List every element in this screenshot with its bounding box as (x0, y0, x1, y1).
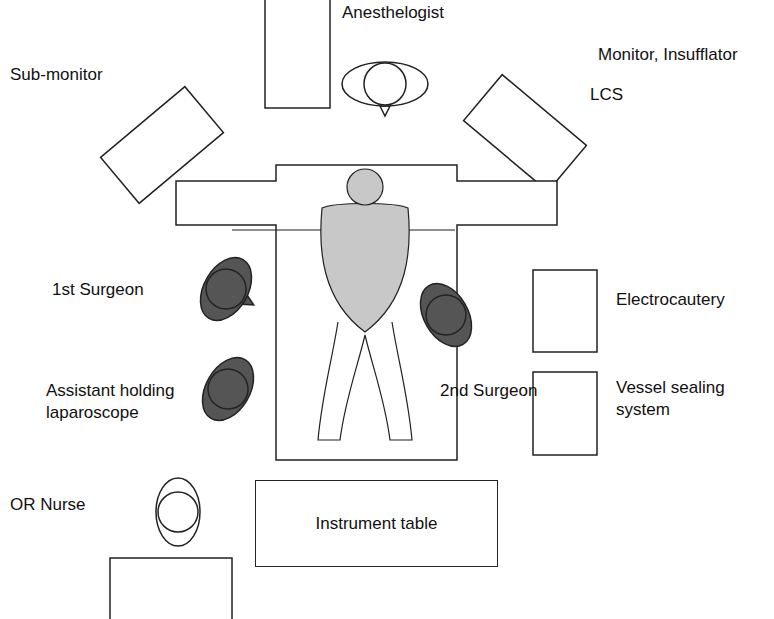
operating-table (176, 165, 557, 460)
instrument-table: Instrument table (255, 480, 498, 567)
anesthesia-machine (265, 0, 330, 108)
nurse-table (110, 558, 232, 619)
equipment-label: Electrocautery (616, 289, 725, 311)
equipment-label: LCS (590, 84, 623, 106)
second-surgeon-figure (410, 275, 482, 356)
assistant-figure (192, 349, 264, 430)
electrocautery-unit (533, 270, 597, 352)
equipment-label: Sub-monitor (10, 64, 103, 86)
role-label: 2nd Surgeon (440, 380, 537, 402)
nurse-figure (156, 478, 200, 546)
first-surgeon-figure (190, 249, 271, 335)
table-label: Instrument table (308, 514, 446, 534)
role-label: OR Nurse (10, 494, 86, 516)
role-label: Anesthelogist (342, 2, 444, 24)
equipment-label: Monitor, Insufflator (598, 44, 738, 66)
role-label: 1st Surgeon (52, 279, 144, 301)
anesthesiologist-figure (342, 62, 428, 116)
vessel-sealing-unit (533, 372, 597, 455)
role-label: Assistant holding laparoscope (46, 380, 186, 424)
monitor-cart (464, 75, 587, 192)
equipment-label: Vessel sealing system (616, 377, 736, 421)
